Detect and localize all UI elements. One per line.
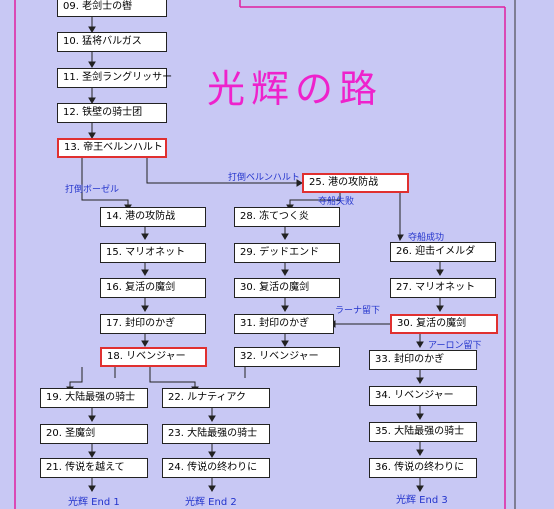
node-28[interactable]: 28. 冻てつく炎 <box>234 207 340 227</box>
node-11[interactable]: 11. 圣剑ラングリッサー <box>57 68 172 88</box>
node-20[interactable]: 20. 圣魔剑 <box>40 424 148 444</box>
node-12[interactable]: 12. 铁壁の骑士团 <box>57 103 167 123</box>
node-36[interactable]: 36. 传说の终わりに <box>369 458 477 478</box>
connector-lines <box>69 158 401 389</box>
node-23[interactable]: 23. 大陆最强の骑士 <box>162 424 270 444</box>
node-24[interactable]: 24. 传说の终わりに <box>162 458 270 478</box>
node-18[interactable]: 18. リベンジャー <box>100 347 207 367</box>
node-27[interactable]: 27. マリオネット <box>390 278 496 298</box>
node-32[interactable]: 32. リベンジャー <box>234 347 340 367</box>
node-13[interactable]: 13. 帝王ベルンハルト <box>57 138 167 158</box>
node-17[interactable]: 17. 封印のかぎ <box>100 314 206 334</box>
node-30b[interactable]: 30. 复活の魔剑 <box>390 314 498 334</box>
node-31[interactable]: 31. 封印のかぎ <box>234 314 334 334</box>
node-34[interactable]: 34. リベンジャー <box>369 386 477 406</box>
node-16[interactable]: 16. 复活の魔剑 <box>100 278 206 298</box>
node-19[interactable]: 19. 大陆最强の骑士 <box>40 388 148 408</box>
edge-13-to-14 <box>81 158 129 207</box>
label-ship-fail: 夺船失败 <box>318 197 355 207</box>
end-2-label: 光辉 End 2 <box>185 497 237 508</box>
edge-18-to-19 <box>69 367 83 389</box>
node-35[interactable]: 35. 大陆最强の骑士 <box>369 422 477 442</box>
label-defeat-bozel: 打倒ボーゼル <box>65 185 120 195</box>
edge-25-to-28 <box>289 191 341 207</box>
node-15[interactable]: 15. マリオネット <box>100 243 206 263</box>
label-lana-stay: ラーナ留下 <box>335 306 381 316</box>
edge-13-to-25 <box>146 158 297 184</box>
page-title: 光辉の路 <box>207 67 384 111</box>
node-14[interactable]: 14. 港の攻防战 <box>100 207 206 227</box>
node-25[interactable]: 25. 港の攻防战 <box>302 173 409 193</box>
node-30a[interactable]: 30. 复活の魔剑 <box>234 278 340 298</box>
label-defeat-bernhardt: 打倒ベルンハルト <box>228 173 300 183</box>
node-09[interactable]: 09. 老剑士の辔 <box>57 0 167 17</box>
end-3-label: 光辉 End 3 <box>396 495 448 506</box>
node-21[interactable]: 21. 传说を越えて <box>40 458 148 478</box>
label-ship-success: 夺船成功 <box>408 233 445 243</box>
edge-18-to-22 <box>149 367 196 389</box>
down-arrows <box>66 17 444 492</box>
node-33[interactable]: 33. 封印のかぎ <box>369 350 477 370</box>
end-1-label: 光辉 End 1 <box>68 497 120 508</box>
node-10[interactable]: 10. 猛将バルガス <box>57 32 167 52</box>
node-22[interactable]: 22. ルナティアク <box>162 388 270 408</box>
node-26[interactable]: 26. 迎击イメルダ <box>390 242 496 262</box>
node-29[interactable]: 29. デッドエンド <box>234 243 340 263</box>
label-aaron-stay: アーロン留下 <box>428 341 482 351</box>
frame-lines <box>14 0 516 509</box>
